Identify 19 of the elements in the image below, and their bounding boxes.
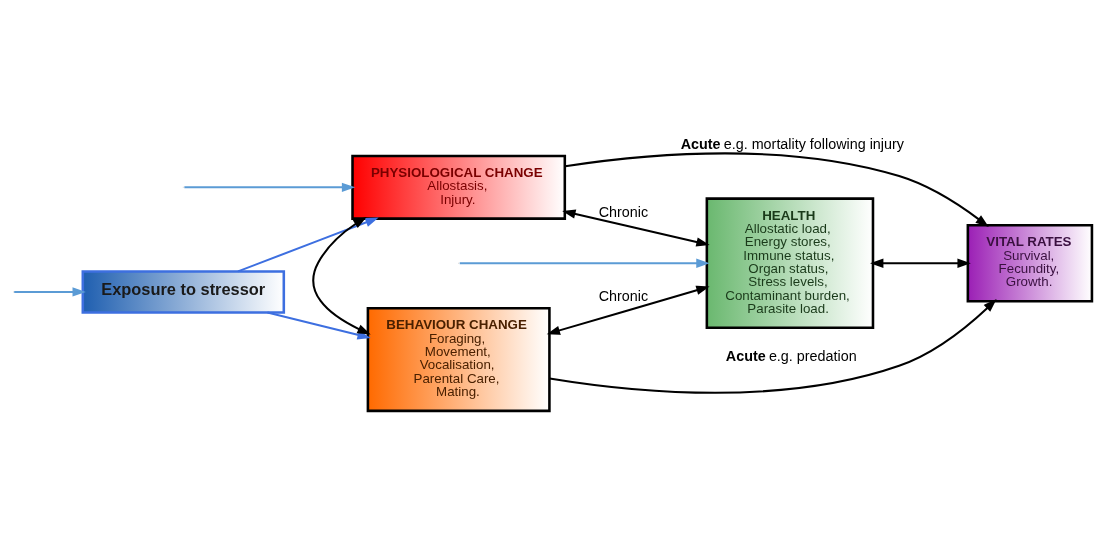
edge-label: Acute e.g. mortality following injury — [680, 135, 904, 152]
arrow — [312, 217, 371, 335]
arrow — [546, 285, 710, 335]
node-box: VITAL RATES Survival, Fecundity, Growth. — [966, 224, 1094, 303]
arrow — [562, 209, 710, 247]
edge-label: Chronic — [598, 204, 649, 221]
node-box: Exposure to stressor — [81, 270, 286, 314]
arrow — [565, 152, 989, 228]
arrow — [870, 258, 971, 268]
node-box: BEHAVIOUR CHANGE Foraging, Movement, Vocalisation, Parental Care, Mating. — [366, 307, 551, 413]
arrow — [549, 299, 997, 394]
arrow — [14, 287, 86, 297]
edge-label: Acute e.g. predation — [725, 347, 857, 364]
edge-label: Chronic — [598, 288, 649, 305]
arrow — [184, 182, 356, 192]
arrow — [459, 258, 710, 268]
node-box: PHYSIOLOGICAL CHANGE Allostasis, Injury. — [351, 154, 567, 220]
node-box: HEALTH Allostatic load, Energy stores, Immune status, Organ status, Stress levels, Contaminant burden, Parasite load. — [705, 197, 875, 330]
arrow — [237, 217, 379, 273]
